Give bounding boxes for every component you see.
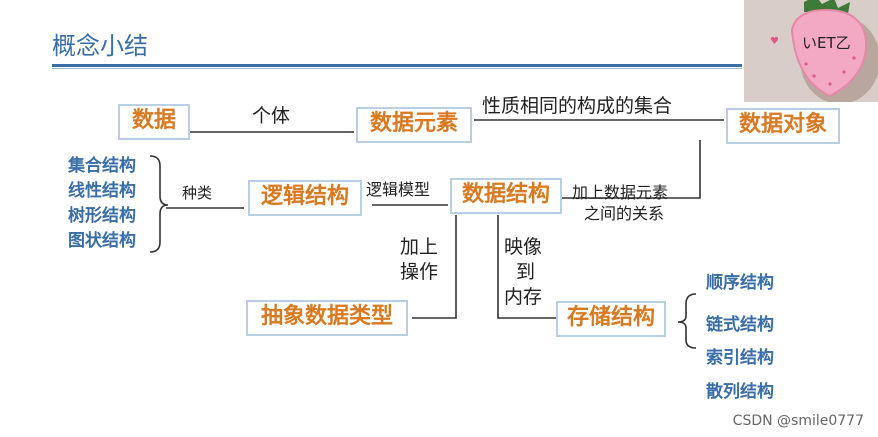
label-yingxiang-line3: 内存 (504, 286, 543, 308)
logical-kinds-list: 集合结构 线性结构 树形结构 图状结构 (68, 154, 136, 254)
label-luoji-moxing: 逻辑模型 (366, 180, 431, 199)
storage-kind-lianshi: 链式结构 (706, 315, 774, 335)
label-guanxi-line2: 之间的关系 (584, 204, 665, 223)
list-item: 图状结构 (68, 231, 136, 251)
svg-text:♥: ♥ (770, 36, 779, 47)
node-cunchu-jiegou: 存储结构 (556, 301, 666, 337)
brace-storage (677, 293, 697, 349)
label-caozuo-line2: 操作 (400, 261, 439, 283)
sticker-text: いET乙 (802, 34, 851, 52)
node-shuju-jiegou: 数据结构 (450, 178, 562, 214)
line-shujujiegou-chouxiang (412, 215, 457, 319)
line-duixiang-shujujiegou (562, 140, 701, 199)
watermark: CSDN @smile0777 (732, 413, 864, 429)
label-geti: 个体 (252, 105, 291, 127)
node-shuju-duixiang: 数据对象 (726, 108, 840, 144)
label-caozuo-line1: 加上 (400, 236, 439, 258)
storage-kind-sanlie: 散列结构 (706, 382, 774, 402)
label-zhonglei: 种类 (182, 184, 213, 202)
label-yingxiang-line2: 到 (516, 261, 536, 283)
strawberry-sticker-icon: いET乙 ♥ (744, 0, 878, 102)
node-chouxiang-shuju-leixing: 抽象数据类型 (246, 300, 408, 336)
brace-logical (149, 155, 169, 253)
label-yingxiang-line1: 映像 (504, 236, 543, 258)
label-guanxi-line1: 加上数据元素 (572, 183, 669, 202)
title-underline-thin (52, 68, 742, 69)
webcam-thumbnail: いET乙 ♥ (744, 0, 878, 102)
list-item: 树形结构 (68, 206, 136, 226)
list-item: 集合结构 (68, 156, 136, 176)
line-shujujiegou-cunchu (497, 215, 556, 319)
node-shuju-yuansu: 数据元素 (356, 107, 472, 143)
title-underline (52, 64, 742, 67)
storage-kind-shunxu: 顺序结构 (706, 273, 774, 293)
label-xingzhi: 性质相同的构成的集合 (482, 95, 673, 117)
list-item: 线性结构 (68, 181, 136, 201)
page-title: 概念小结 (52, 32, 148, 60)
node-shuju: 数据 (118, 104, 190, 140)
node-luoji-jiegou: 逻辑结构 (248, 180, 362, 216)
storage-kind-suoyin: 索引结构 (706, 348, 774, 368)
